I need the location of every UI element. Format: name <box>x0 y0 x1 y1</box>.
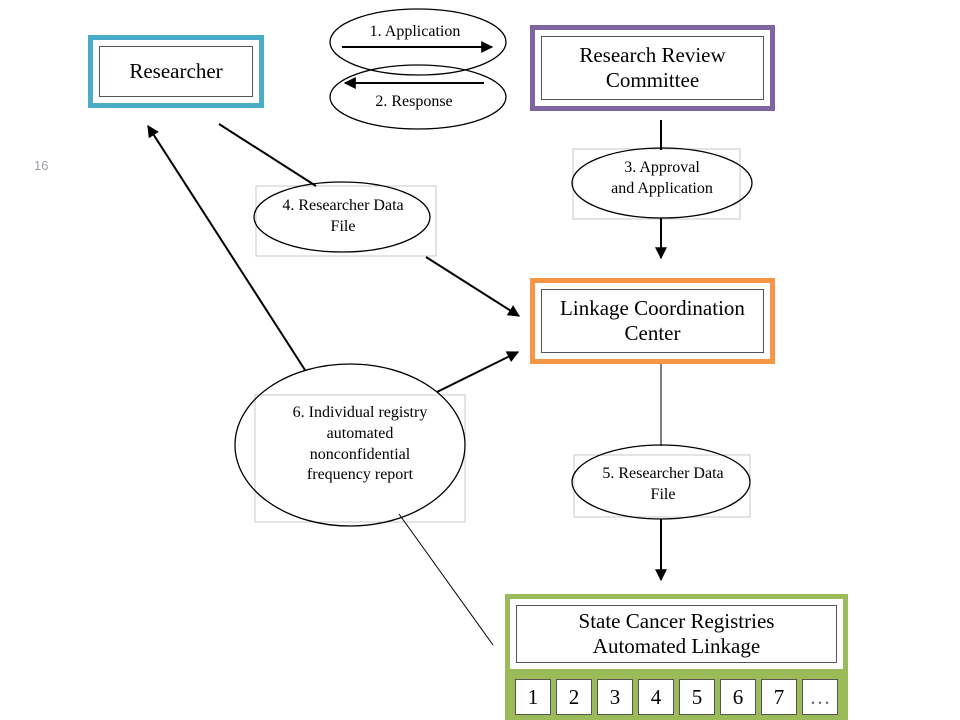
registry-cell: 6 <box>720 679 756 715</box>
linkage-center-inner-border <box>541 289 764 353</box>
registry-cell: 3 <box>597 679 633 715</box>
registry-cells: 1 2 3 4 5 6 7 … <box>505 674 848 720</box>
connector-researcher-file4 <box>218 123 317 187</box>
ellipse-application <box>329 8 507 76</box>
arrow-report-lcc <box>436 351 520 393</box>
registry-cell: 1 <box>515 679 551 715</box>
researcher-box: Researcher <box>88 35 264 108</box>
state-registries-label: State Cancer Registries Automated Linkag… <box>578 609 775 658</box>
ellipse-researcher-file-4 <box>253 181 431 253</box>
page-number: 16 <box>34 158 49 173</box>
registry-cell: 4 <box>638 679 674 715</box>
registry-cell: 5 <box>679 679 715 715</box>
step-frequency-report-label: 6. Individual registry automated nonconf… <box>292 404 428 484</box>
researcher-box-inner-border <box>99 46 253 97</box>
ellipse-frequency-report <box>234 363 466 527</box>
label-frame-4 <box>255 185 437 257</box>
step-researcher-file-4-label: 4. Researcher Data File <box>282 197 404 235</box>
researcher-label: Researcher <box>129 59 223 84</box>
step-response-label: 2. Response <box>375 93 453 110</box>
state-registries-box: State Cancer Registries Automated Linkag… <box>505 594 848 674</box>
connector-scr-report <box>398 513 494 646</box>
review-committee-box: Research Review Committee <box>530 25 775 111</box>
label-frame-6 <box>254 394 466 523</box>
step-application-label: 1. Application <box>369 23 461 40</box>
linkage-center-box: Linkage Coordination Center <box>530 278 775 364</box>
label-frame-3 <box>572 148 741 220</box>
step-researcher-file-5-label: 5. Researcher Data File <box>602 465 724 503</box>
review-committee-inner-border <box>541 36 764 100</box>
registry-cell: 7 <box>761 679 797 715</box>
ellipse-response <box>329 64 507 130</box>
linkage-center-label: Linkage Coordination Center <box>560 296 745 345</box>
registry-cell: 2 <box>556 679 592 715</box>
arrow-report-researcher <box>147 124 306 371</box>
state-registries-inner-border <box>516 605 837 663</box>
arrow-file4-lcc <box>425 256 521 317</box>
review-committee-label: Research Review Committee <box>579 43 726 92</box>
step-approval-label: 3. Approval and Application <box>611 159 713 197</box>
registry-cell-more: … <box>802 679 838 715</box>
